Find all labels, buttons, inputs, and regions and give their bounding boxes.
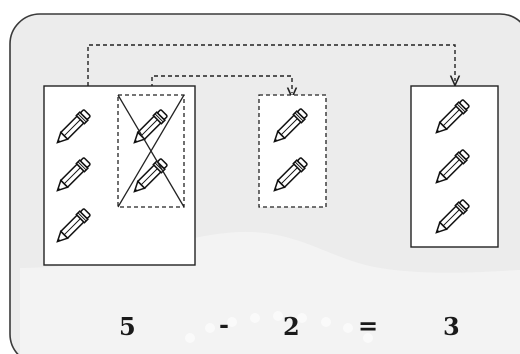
equation-minuend: 5 — [119, 312, 136, 341]
connector-arrow-start-to-result — [87, 44, 455, 86]
equation-subtrahend: 2 — [283, 312, 300, 341]
equation-minus-sign: - — [219, 310, 229, 339]
cross-out-line — [117, 94, 185, 208]
taken-group-box — [258, 94, 327, 208]
equation-result: 3 — [443, 312, 460, 341]
equation-equals-sign: = — [358, 311, 379, 340]
